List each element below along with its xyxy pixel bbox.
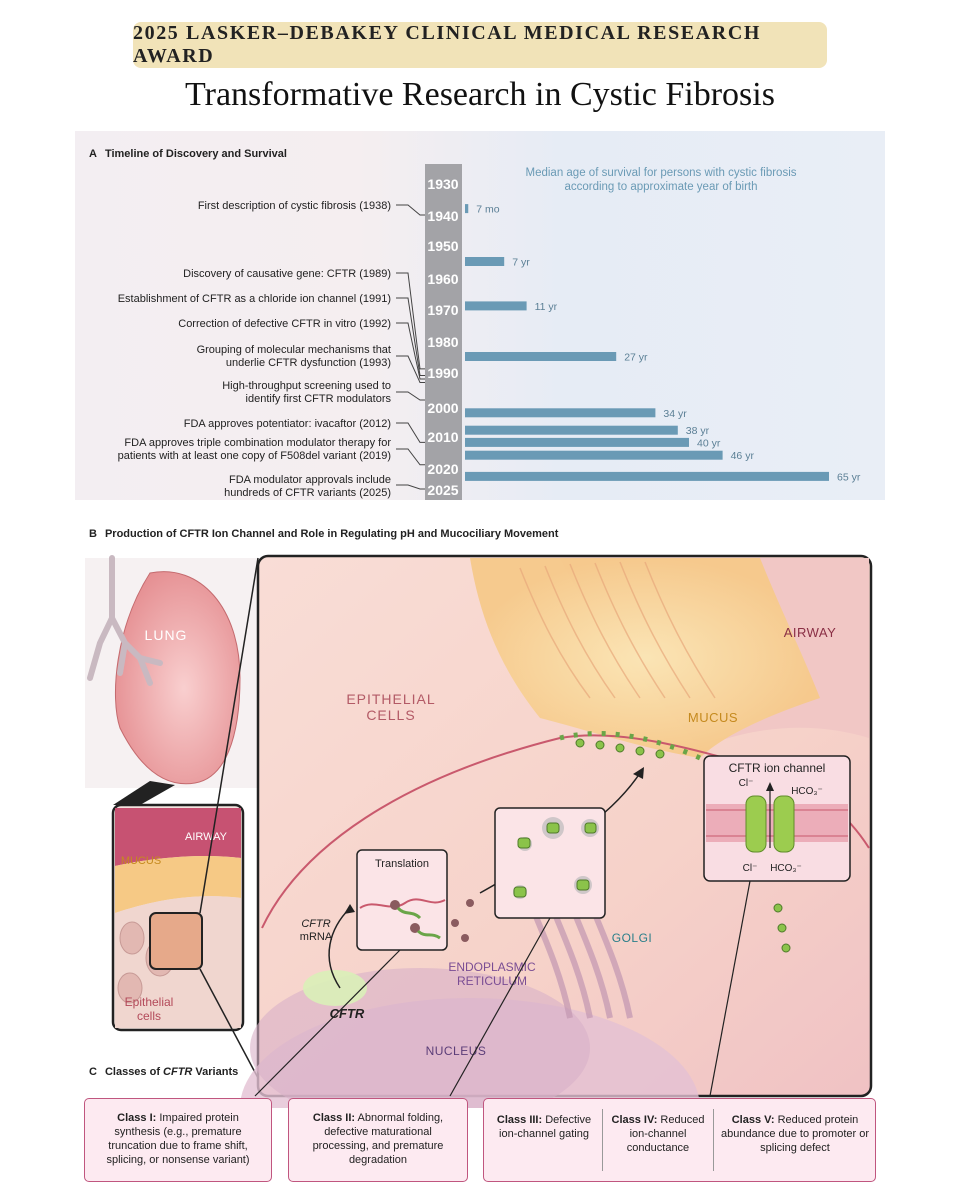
tissue-inset: AIRWAY MUCUS Epithelial cells (111, 803, 245, 1032)
airway-label: AIRWAY (784, 625, 837, 640)
year-tick-label: 2025 (427, 482, 458, 498)
class-3-text: Class III: Defective ion-channel gating (496, 1114, 592, 1140)
year-tick-label: 2010 (427, 429, 458, 445)
timeline-connector (396, 422, 425, 443)
year-tick-label: 2000 (427, 400, 458, 416)
epithelial-cells-label-2: CELLS (366, 707, 415, 723)
timeline-connector (396, 322, 425, 380)
survival-bar (465, 204, 469, 214)
year-tick-label: 1980 (427, 334, 458, 350)
bicarbonate-top-label: HCO₃⁻ (791, 786, 823, 797)
year-tick-label: 1960 (427, 271, 458, 287)
award-banner: 2025 LASKER–DEBAKEY CLINICAL MEDICAL RES… (133, 22, 827, 68)
survival-title-line1: Median age of survival for persons with … (526, 167, 797, 179)
timeline-event-text: underlie CFTR dysfunction (1993) (226, 357, 391, 369)
timeline-connector (396, 391, 425, 401)
class-4-text: Class IV: Reduced ion-channel conductanc… (611, 1114, 705, 1154)
survival-bar (465, 408, 656, 418)
class-divider-1 (602, 1109, 603, 1171)
year-tick-label: 1990 (427, 365, 458, 381)
nucleus-label: NUCLEUS (426, 1044, 487, 1058)
timeline-event-text: FDA approves potentiator: ivacaftor (201… (184, 418, 391, 430)
timeline-event-text: FDA approves triple combination modulato… (124, 437, 391, 449)
inset-airway-label: AIRWAY (185, 831, 228, 843)
timeline-connector (396, 297, 425, 376)
class-connectors (254, 880, 751, 1097)
survival-bar-label: 11 yr (535, 301, 558, 313)
survival-bar (465, 425, 678, 435)
folding-box (494, 807, 606, 919)
cftr-mrna-label-1: CFTR (301, 918, 330, 930)
page-title: Transformative Research in Cystic Fibros… (185, 76, 775, 113)
year-axis-column (425, 164, 462, 500)
year-tick-label: 1950 (427, 238, 458, 254)
class-divider-2 (713, 1109, 714, 1171)
er-label-1: ENDOPLASMIC (448, 960, 536, 974)
survival-bar-label: 40 yr (697, 437, 721, 449)
timeline-event-text: Discovery of causative gene: CFTR (1989) (183, 268, 391, 280)
timeline-event-text: patients with at least one copy of F508d… (118, 450, 391, 462)
survival-bar (465, 450, 723, 460)
timeline-event-text: identify first CFTR modulators (246, 393, 392, 405)
year-tick-label: 2020 (427, 461, 458, 477)
cftr-mrna-label-2: mRNA (300, 931, 333, 943)
timeline-connector (396, 448, 425, 466)
class-5-text: Class V: Reduced protein abundance due t… (721, 1114, 869, 1154)
survival-bar (465, 471, 829, 481)
timeline-event-text: Establishment of CFTR as a chloride ion … (118, 293, 391, 305)
timeline-connector (396, 272, 425, 370)
survival-bar-label: 65 yr (837, 471, 861, 483)
timeline-connector (396, 355, 425, 383)
survival-bar-label: 38 yr (686, 425, 710, 437)
cftr-gene-label: CFTR (330, 1006, 365, 1021)
mucus-label: MUCUS (688, 710, 738, 725)
survival-title-line2: according to approximate year of birth (564, 181, 757, 193)
survival-bar (465, 352, 617, 361)
survival-bar-label: 34 yr (663, 408, 687, 420)
ion-channel-box: CFTR ion channel Cl⁻ HCO₃⁻ Cl⁻ HCO₃⁻ (703, 755, 851, 882)
timeline-event-text: hundreds of CFTR variants (2025) (224, 487, 391, 499)
survival-bar-label: 27 yr (624, 352, 648, 364)
timeline-event-text: Grouping of molecular mechanisms that (197, 344, 391, 356)
timeline-event-text: High-throughput screening used to (222, 380, 391, 392)
class-2-box: Class II: Abnormal folding, defective ma… (288, 1098, 468, 1182)
survival-bar (465, 437, 689, 447)
epithelial-cells-label-1: EPITHELIAL (346, 691, 435, 707)
survival-bar-label: 7 mo (476, 204, 500, 216)
survival-bar-label: 7 yr (512, 257, 530, 269)
inset-epithelial-label-1: Epithelial (125, 995, 174, 1009)
ion-channel-title: CFTR ion channel (729, 761, 826, 775)
year-tick-label: 1930 (427, 176, 458, 192)
year-tick-label: 1940 (427, 208, 458, 224)
class-1-box: Class I: Impaired protein synthesis (e.g… (84, 1098, 272, 1182)
timeline-event-text: Correction of defective CFTR in vitro (1… (178, 318, 391, 330)
inset-epithelial-label-2: cells (137, 1009, 161, 1023)
chloride-top-label: Cl⁻ (739, 778, 754, 789)
lung-illustration: LUNG (85, 555, 260, 788)
timeline-connector (396, 204, 425, 216)
chloride-bottom-label: Cl⁻ (743, 863, 758, 874)
survival-chart: Median age of survival for persons with … (118, 164, 861, 500)
golgi-label: GOLGI (612, 931, 653, 945)
lung-label: LUNG (145, 627, 188, 643)
translation-box: Translation (356, 849, 448, 951)
survival-bar (465, 257, 505, 266)
cftr-illustration: LUNG AIRWAY MUCUS Epithelial cells (85, 554, 873, 1108)
timeline-event-text: FDA modulator approvals include (229, 474, 391, 486)
bicarbonate-bottom-label: HCO₃⁻ (770, 863, 802, 874)
translation-label: Translation (375, 858, 429, 870)
timeline-event-text: First description of cystic fibrosis (19… (198, 200, 391, 212)
class-3-5-box: Class III: Defective ion-channel gating … (483, 1098, 876, 1182)
epithelium-main-view: AIRWAY MUCUS EPITHELIAL CELLS NUCLEUS GO… (240, 554, 873, 1108)
timeline-connector (396, 484, 425, 490)
survival-bar-label: 46 yr (731, 450, 755, 462)
inset-mucus-label: MUCUS (121, 855, 161, 867)
year-tick-label: 1970 (427, 302, 458, 318)
er-label-2: RETICULUM (457, 974, 527, 988)
survival-bar (465, 301, 527, 311)
